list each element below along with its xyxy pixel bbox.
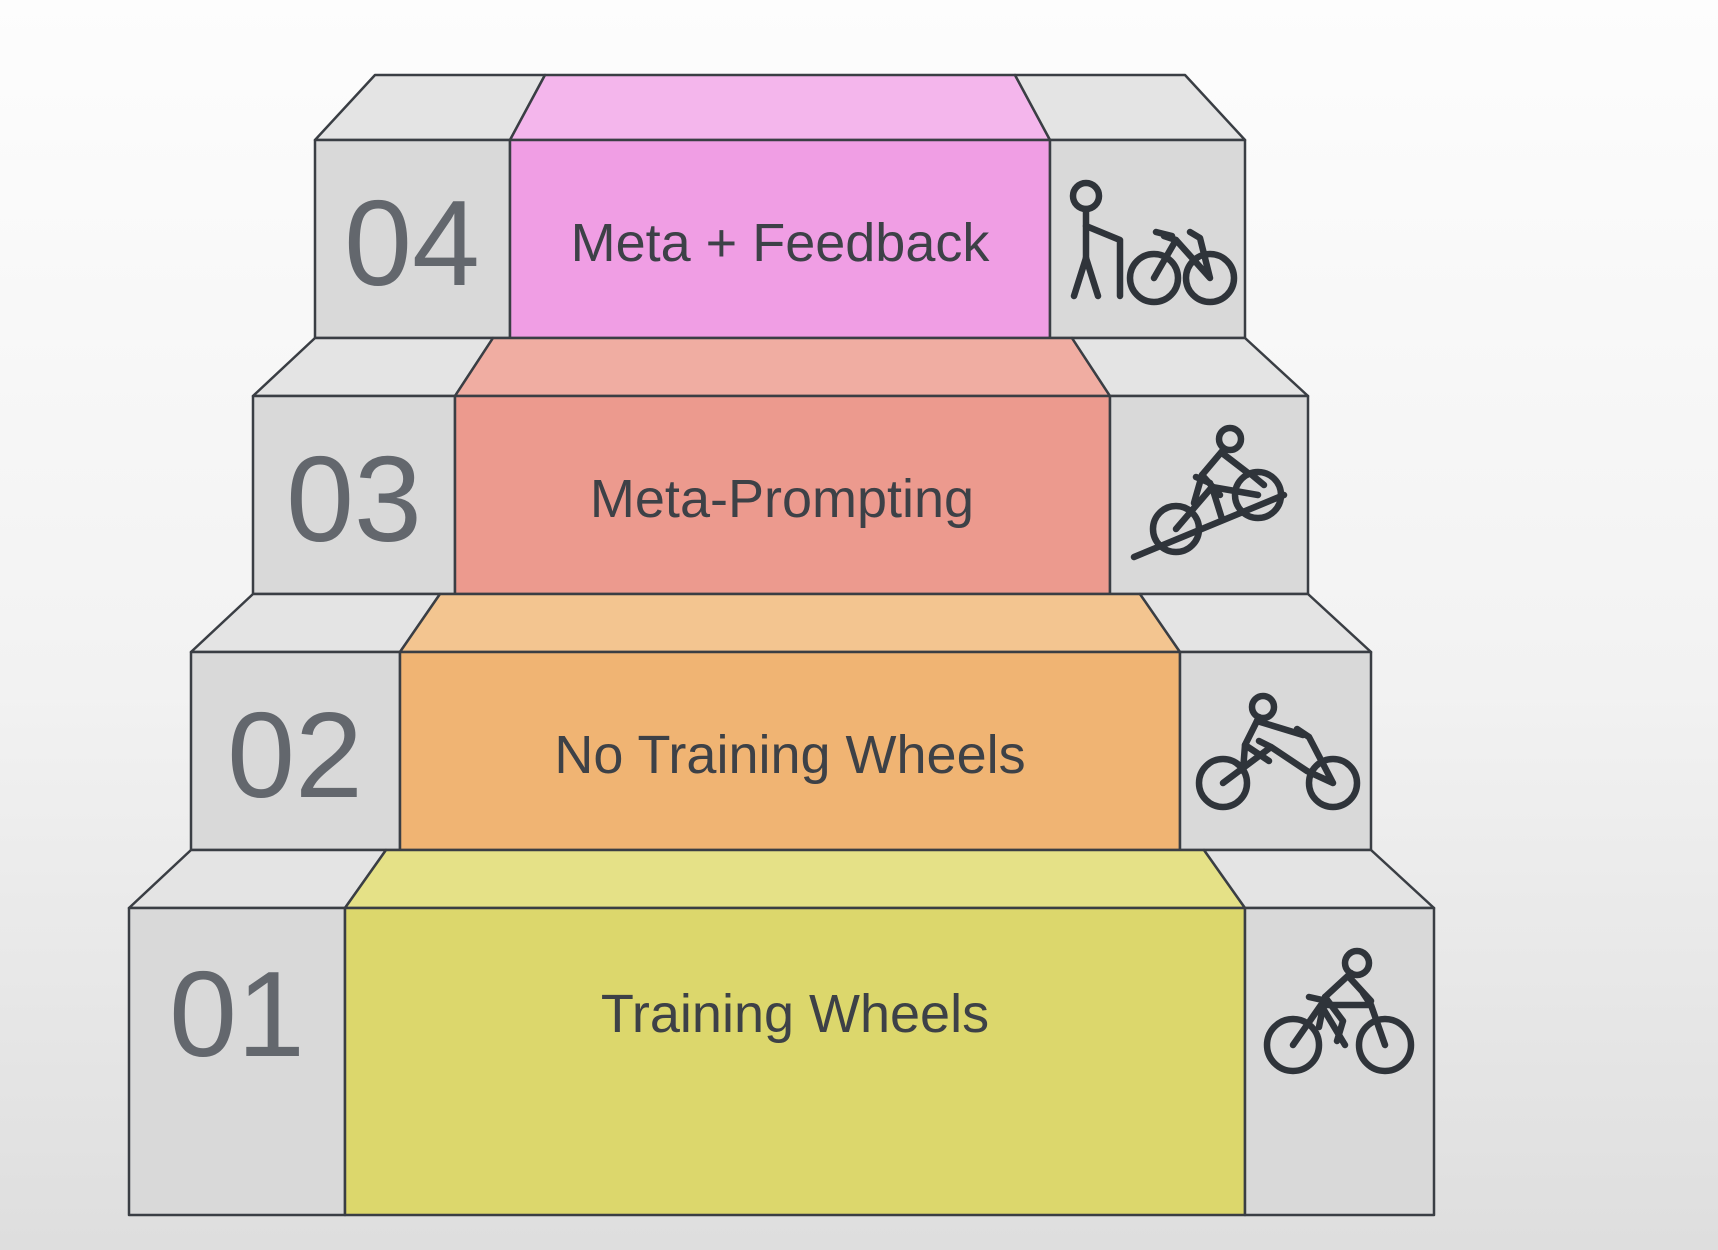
- legs: [1070, 254, 1102, 300]
- step-01: 01 Training Wheels: [127, 848, 1436, 1217]
- step-02-label: No Training Wheels: [554, 725, 1025, 785]
- step-03-top-center: [453, 336, 1112, 398]
- step-04-icon-cell: [1048, 138, 1247, 340]
- step-01-icon-cell: [1243, 906, 1436, 1217]
- person-with-bike-icon: [1069, 179, 1238, 306]
- step-02-top-center: [398, 592, 1182, 654]
- low-rider-cyclist-icon: [1195, 692, 1361, 811]
- step-01-label: Training Wheels: [601, 984, 989, 1044]
- step-01-number: 01: [169, 946, 305, 1082]
- legs: [1190, 471, 1224, 507]
- cyclist-icon: [1263, 947, 1415, 1075]
- step-03-label: Meta-Prompting: [590, 469, 974, 529]
- step-04-top-left-gray: [313, 73, 547, 142]
- rear-wheel: [1263, 1015, 1323, 1075]
- rear-wheel: [1149, 502, 1203, 556]
- arm: [1345, 973, 1375, 1005]
- step-02-top-right-gray: [1138, 592, 1373, 654]
- front-wheel: [1305, 755, 1361, 811]
- head: [1215, 424, 1245, 454]
- legs: [1315, 993, 1347, 1045]
- rear-wheel: [1195, 755, 1251, 811]
- step-03-top-left-gray: [251, 336, 495, 398]
- step-03-top-right-gray: [1070, 336, 1310, 398]
- step-01-top-center: [343, 848, 1247, 910]
- step-02: 02 No Training Wheels: [189, 592, 1373, 852]
- step-04: 04 Meta + Feedback: [313, 73, 1247, 340]
- head: [1341, 947, 1373, 979]
- step-04-label: Meta + Feedback: [571, 213, 991, 273]
- step-02-top-left-gray: [189, 592, 442, 654]
- front-wheel: [1355, 1015, 1415, 1075]
- arm: [1253, 717, 1307, 739]
- head: [1248, 692, 1278, 722]
- step-04-number: 04: [344, 175, 480, 311]
- bike-frame: [1289, 989, 1389, 1049]
- step-03: 03 Meta-Prompting: [251, 336, 1310, 596]
- arm-and-rack: [1082, 222, 1124, 300]
- step-01-top-right-gray: [1202, 848, 1436, 910]
- step-01-label-cell: [343, 906, 1247, 1217]
- rear-wheel: [1126, 250, 1182, 306]
- step-02-number: 02: [227, 687, 363, 823]
- step-01-top-left-gray: [127, 848, 388, 910]
- step-04-top-center: [508, 73, 1052, 142]
- step-03-number: 03: [286, 431, 422, 567]
- bike-frame: [1150, 228, 1214, 282]
- legs: [1239, 741, 1273, 775]
- step-04-top-right-gray: [1013, 73, 1247, 142]
- front-wheel: [1182, 250, 1238, 306]
- arm: [1218, 449, 1252, 477]
- cyclist-uphill-icon: [1130, 424, 1288, 561]
- front-wheel: [1231, 468, 1285, 522]
